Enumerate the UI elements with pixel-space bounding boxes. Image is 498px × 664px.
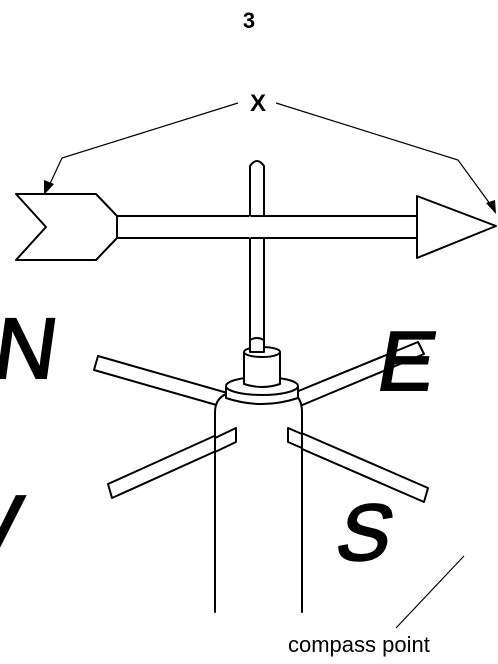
letter-west: W xyxy=(0,478,29,578)
arrow-head xyxy=(417,196,496,258)
arrow-tail xyxy=(16,194,117,260)
vane-post xyxy=(215,338,302,612)
compass-point-leader xyxy=(396,556,464,628)
x-leader-left xyxy=(44,103,238,195)
arrow-shaft xyxy=(117,216,417,238)
letter-south: S xyxy=(328,488,404,578)
compass-point-label: compass point xyxy=(288,632,430,657)
x-leader-right xyxy=(276,103,496,214)
letter-east: E xyxy=(371,314,444,408)
x-label: X xyxy=(250,90,266,117)
vane-rod xyxy=(250,161,264,345)
letter-north: N xyxy=(0,301,64,397)
post-body xyxy=(215,392,302,608)
